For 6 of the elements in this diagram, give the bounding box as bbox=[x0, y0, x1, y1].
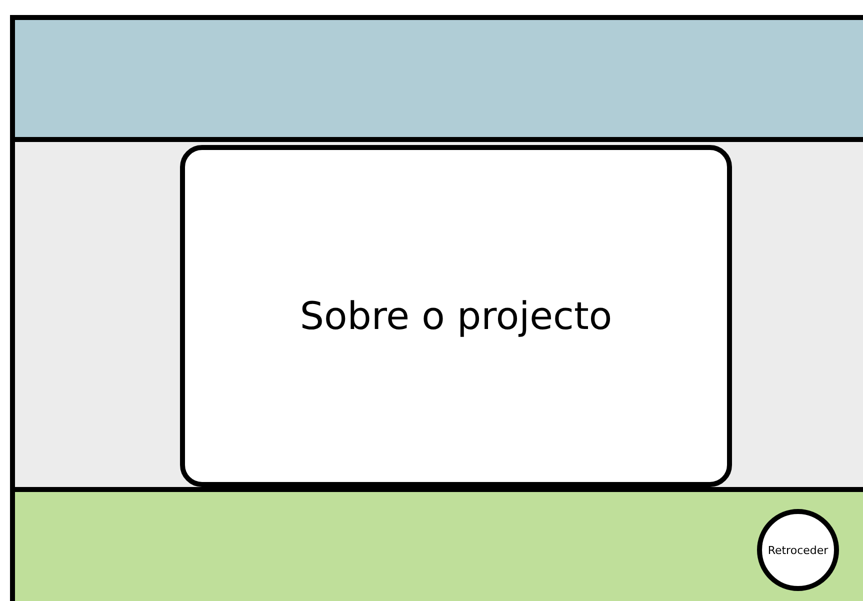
back-button: Retroceder bbox=[757, 509, 839, 591]
footer-band bbox=[15, 487, 863, 601]
content-band bbox=[15, 142, 863, 487]
header-band bbox=[15, 20, 863, 142]
content-panel bbox=[180, 145, 732, 487]
panel-title: Sobre o projecto bbox=[300, 294, 612, 338]
